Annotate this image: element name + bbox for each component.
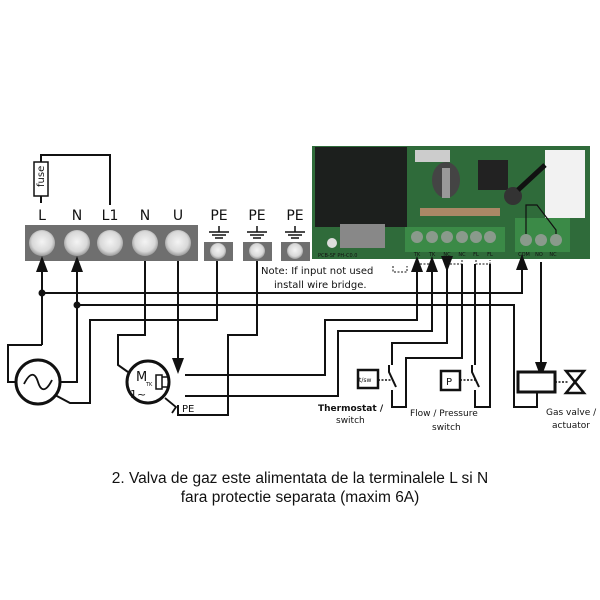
pcb-model-text: PCB-SF PH-C0.0 <box>318 253 357 259</box>
flow-switch-label-2: switch <box>432 423 461 433</box>
pcb-label-fl1: FL <box>473 252 479 258</box>
pcb-label-nc: NC <box>549 252 557 258</box>
pcb-label-nc1: NC <box>443 252 451 258</box>
fuse-label: fuse <box>36 166 47 187</box>
thermostat-switch: t/sw Thermostat / switch <box>318 365 397 426</box>
relay <box>315 147 407 227</box>
terminal-label-n: N <box>72 208 82 224</box>
gas-valve-label-2: actuator <box>552 421 590 431</box>
pcb-label-no: NO <box>535 252 543 258</box>
terminal-label-pe2: PE <box>248 208 265 224</box>
pcb-label-com: COM <box>518 252 530 258</box>
pcb-label-tk2: TK <box>428 252 436 258</box>
pcb-label-nc2: NC <box>458 252 466 258</box>
microcontroller <box>478 160 508 190</box>
thermostat-box-label: t/sw <box>359 377 372 384</box>
terminal-label-l1: L1 <box>102 208 119 224</box>
thermostat-label: Thermostat / <box>318 404 384 414</box>
thermostat-label-2: switch <box>336 416 365 426</box>
terminal-block <box>25 225 198 261</box>
flow-pressure-switch: P Flow / Pressure switch <box>410 365 480 433</box>
caption-line-1: 2. Valva de gaz este alimentata de la te… <box>112 470 489 487</box>
wiring <box>7 254 547 416</box>
terminal-label-pe3: PE <box>286 208 303 224</box>
motor-symbol: M <box>136 370 147 385</box>
caption-line-2: fara protectie separata (maxim 6A) <box>181 489 420 506</box>
pcb-label-tk1: TK <box>413 252 421 258</box>
connector <box>545 150 585 218</box>
gas-valve-icon: Gas valve / actuator <box>516 369 597 431</box>
terminal-label-n2: N <box>140 208 150 224</box>
note-line-1: Note: If input not used <box>261 266 373 277</box>
pcb-label-fl2: FL <box>487 252 493 258</box>
motor-tk-label: TK <box>145 382 153 388</box>
control-pcb: PCB-SF PH-C0.0 TK TK NC NC FL FL COM NO … <box>312 146 590 259</box>
terminal-label-pe1: PE <box>210 208 227 224</box>
ac-source-icon <box>14 358 62 406</box>
junction-dot <box>73 301 81 309</box>
junction-dot <box>38 289 46 297</box>
pe-terminals <box>204 226 310 261</box>
motor-pe-label: PE <box>182 404 194 415</box>
motor-icon: M TK 1~ PE <box>125 359 194 415</box>
note-line-2: install wire bridge. <box>274 280 367 291</box>
terminal-label-u: U <box>173 208 183 224</box>
terminal-label-l: L <box>38 208 46 224</box>
fuse: fuse <box>33 154 111 205</box>
flow-switch-box-label: P <box>446 377 452 388</box>
ground-icon <box>209 226 305 239</box>
gas-valve-label: Gas valve / <box>546 408 597 418</box>
flow-switch-label: Flow / Pressure <box>410 409 478 419</box>
motor-phase-label: 1~ <box>130 388 146 401</box>
